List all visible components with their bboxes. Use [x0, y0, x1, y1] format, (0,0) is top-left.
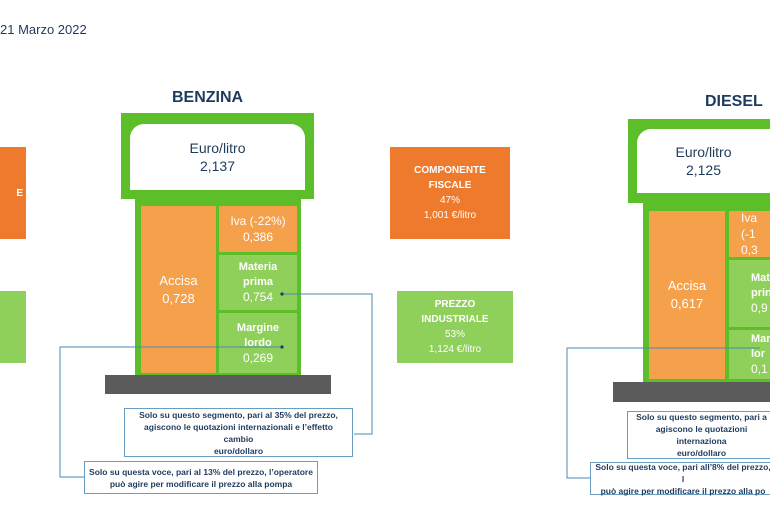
benzina-industriale-line2: INDUSTRIALE [421, 314, 489, 325]
benzina-industriale-pct: 53% [444, 329, 465, 340]
diesel-iva-label: Iva (-1 [741, 211, 758, 241]
diesel-iva-value: 0,3 [741, 243, 758, 257]
diesel-iva-block: Iva (-1 0,3 [729, 211, 770, 257]
diesel-materia-label-1: Mat [751, 272, 770, 284]
benzina-note-segment-line3: euro/dollaro [213, 445, 264, 456]
diesel-note-voice: Solo su questa voce, pari all’8% del pre… [590, 461, 770, 496]
benzina-materia-connector [282, 293, 373, 435]
diesel-price-label: Euro/litro [675, 144, 732, 160]
benzina-materia-block: Materia prima 0,754 [219, 255, 297, 310]
left-partial-text: E [16, 187, 23, 199]
date-label: 21 Marzo 2022 [0, 22, 87, 37]
benzina-materia-dot [280, 292, 284, 296]
benzina-iva-block: Iva (-22%) 0,386 [219, 206, 297, 252]
benzina-note-segment: Solo su questo segmento, pari al 35% del… [124, 408, 353, 457]
diesel-note-segment: Solo su questo segmento, pari a agiscono… [627, 411, 770, 459]
diesel-note-segment-line1: Solo su questo segmento, pari a [636, 412, 767, 422]
left-partial-fiscale-box: E [0, 147, 26, 239]
benzina-margine-value: 0,269 [242, 350, 274, 365]
diesel-note-segment-line2: agiscono le quotazioni internaziona [655, 424, 748, 446]
diesel-pump-base [613, 382, 770, 402]
benzina-accisa-value: 0,728 [162, 290, 195, 306]
benzina-accisa-block: Accisa 0,728 [141, 206, 216, 373]
benzina-materia-label-1: Materia [238, 261, 278, 273]
benzina-materia-value: 0,754 [242, 290, 274, 304]
diesel-note-voice-line1: Solo su questa voce, pari all’8% del pre… [595, 461, 770, 484]
diesel-materia-value: 0,9 [751, 301, 768, 315]
diesel-price-value: 2,125 [685, 162, 722, 178]
benzina-industriale-box: PREZZO INDUSTRIALE 53% 1,124 €/litro [397, 291, 513, 363]
diesel-note-voice-line2: può agire per modificare il prezzo alla … [600, 485, 766, 496]
benzina-price-label: Euro/litro [189, 140, 246, 156]
diesel-accisa-value: 0,617 [670, 296, 704, 311]
benzina-margine-label-1: Margine [236, 321, 280, 334]
benzina-fiscale-line1: COMPONENTE [414, 165, 486, 176]
benzina-margine-block: Margine lordo 0,269 [219, 313, 297, 373]
benzina-price-value: 2,137 [199, 158, 236, 174]
benzina-title: BENZINA [172, 89, 244, 106]
benzina-accisa-label: Accisa [159, 272, 198, 288]
benzina-margine-connector [59, 346, 282, 478]
benzina-industriale-value: 1,124 €/litro [428, 344, 482, 355]
diesel-accisa-label: Accisa [667, 278, 707, 293]
benzina-note-voice: Solo su questa voce, pari al 13% del pre… [84, 461, 318, 494]
benzina-industriale-line1: PREZZO [434, 299, 476, 310]
benzina-note-voice-line1: Solo su questa voce, pari al 13% del pre… [89, 466, 313, 477]
diesel-note-segment-line3: euro/dollaro [676, 448, 727, 458]
diesel-margine-value: 0,1 [751, 362, 768, 376]
benzina-margine-label-2: lordo [244, 336, 272, 349]
benzina-margine-dot [280, 345, 284, 349]
benzina-fiscale-value: 1,001 €/litro [423, 210, 477, 221]
left-partial-industriale-box [0, 291, 26, 363]
diesel-materia-label-2: prin [751, 287, 770, 299]
diesel-margine-connector [566, 347, 760, 479]
benzina-pump-base [105, 375, 331, 394]
benzina-fiscale-pct: 47% [439, 195, 460, 206]
diesel-accisa-block: Accisa 0,617 [649, 211, 725, 379]
benzina-fiscale-box: COMPONENTE FISCALE 47% 1,001 €/litro [390, 147, 510, 239]
benzina-iva-label: Iva (-22%) [230, 214, 286, 228]
diesel-margine-label-1: Marg [751, 333, 770, 345]
benzina-note-voice-line2: può agire per modificare il prezzo alla … [109, 478, 293, 489]
benzina-fiscale-line2: FISCALE [428, 180, 472, 191]
diesel-price-display: Euro/litro 2,125 [637, 129, 770, 193]
diesel-materia-block: Mat prin 0,9 [729, 260, 770, 327]
benzina-note-segment-line1: Solo su questo segmento, pari al 35% del… [139, 409, 338, 420]
diesel-title: DIESEL [705, 93, 763, 110]
benzina-materia-label-2: prima [243, 276, 273, 288]
diesel-margine-block: Marg lor 0,1 [729, 330, 770, 379]
benzina-iva-value: 0,386 [242, 230, 274, 244]
benzina-note-segment-line2: agiscono le quotazioni internazionali e … [144, 421, 333, 444]
diesel-margine-label-2: lor [751, 348, 766, 360]
benzina-price-display: Euro/litro 2,137 [130, 124, 305, 190]
